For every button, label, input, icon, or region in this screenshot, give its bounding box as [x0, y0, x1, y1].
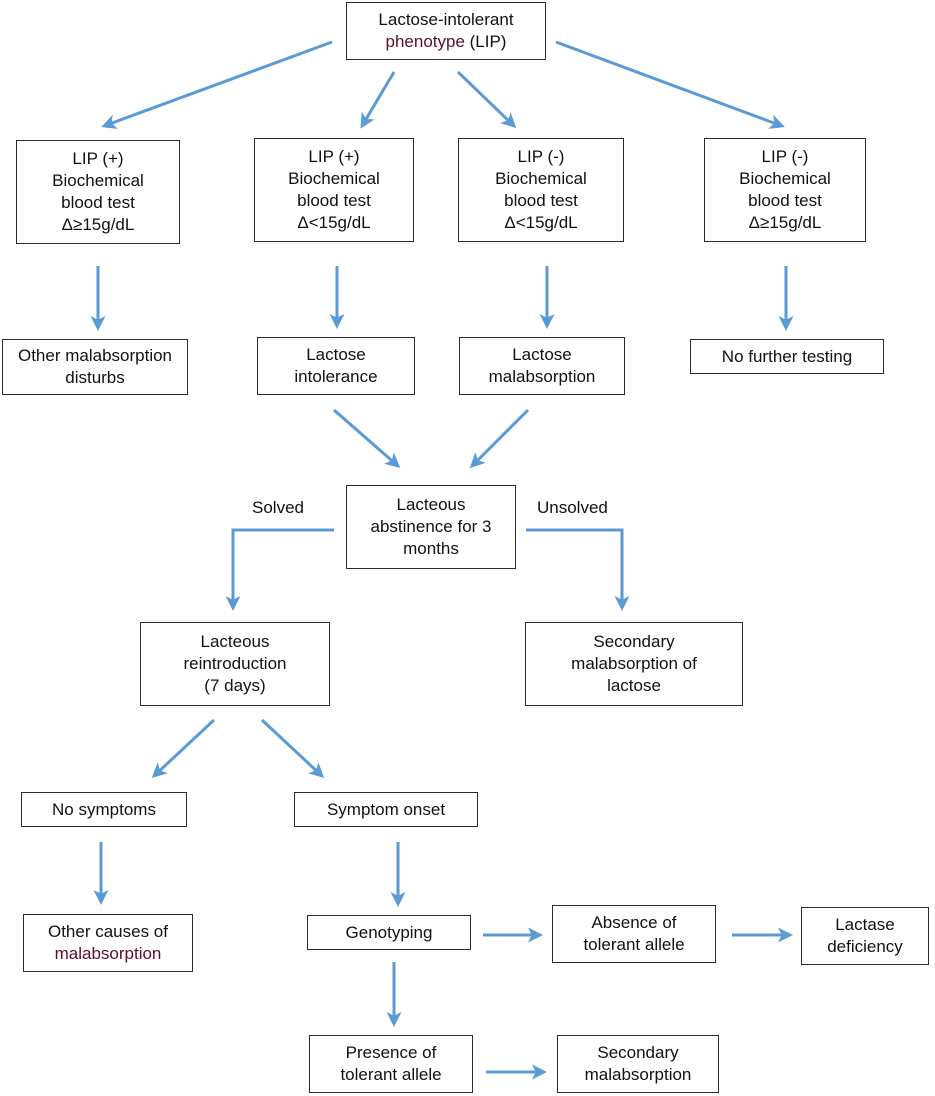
arrow-root-to-lip-pos-low [360, 71, 396, 129]
lacteous-abstinence-text: Lacteous abstinence for 3 months [370, 495, 492, 558]
genotyping-box: Genotyping [307, 915, 471, 950]
secondary-malabsorption-of-lactose-text: Secondary malabsorption of lactose [571, 632, 697, 695]
other-causes-line1: Other causes of [47, 922, 168, 941]
lactase-deficiency-box: Lactase deficiency [801, 907, 929, 965]
arrow-root-to-lip-neg-high [555, 40, 785, 129]
arrow-abstinence-unsolved [526, 528, 630, 611]
lip-positive-low-delta-box: LIP (+) Biochemical blood test Δ<15g/dL [254, 138, 414, 242]
lactose-intolerant-phenotype-box: Lactose-intolerant phenotype (LIP) [346, 2, 546, 60]
presence-of-tolerant-allele-box: Presence of tolerant allele [309, 1035, 473, 1093]
lip-positive-high-delta-box: LIP (+) Biochemical blood test Δ≥15g/dL [16, 140, 180, 244]
lactase-deficiency-text: Lactase deficiency [827, 915, 903, 956]
lip-negative-high-delta-text: LIP (-) Biochemical blood test Δ≥15g/dL [739, 147, 831, 232]
presence-of-tolerant-allele-text: Presence of tolerant allele [340, 1043, 442, 1084]
arrow-intolerance-to-abstinence [333, 408, 401, 468]
lip-positive-low-delta-text: LIP (+) Biochemical blood test Δ<15g/dL [288, 147, 380, 232]
arrow-root-to-lip-pos-high [101, 40, 333, 129]
no-symptoms-text: No symptoms [52, 799, 156, 819]
arrow-malabsorption-to-abstinence [469, 408, 530, 469]
unsolved-label: Unsolved [537, 498, 608, 517]
lacteous-reintroduction-text: Lacteous reintroduction (7 days) [183, 632, 287, 695]
other-causes-of-malabsorption-box: Other causes of malabsorption [23, 914, 193, 972]
lacteous-reintroduction-box: Lacteous reintroduction (7 days) [140, 622, 330, 706]
lactose-malabsorption-box: Lactose malabsorption [459, 337, 625, 395]
lip-negative-low-delta-text: LIP (-) Biochemical blood test Δ<15g/dL [495, 147, 587, 232]
genotyping-text: Genotyping [345, 922, 433, 942]
lip-negative-low-delta-box: LIP (-) Biochemical blood test Δ<15g/dL [458, 138, 624, 242]
arrow-root-to-lip-neg-low [456, 70, 517, 129]
no-further-testing-box: No further testing [690, 339, 884, 374]
absence-of-tolerant-allele-text: Absence of tolerant allele [583, 913, 685, 954]
no-further-testing-text: No further testing [721, 346, 853, 366]
arrow-reintro-to-symptom-onset [260, 718, 325, 779]
root-line2-phenotype: phenotype [385, 32, 465, 51]
other-malabsorption-disturbs-text: Other malabsorption disturbs [17, 346, 173, 387]
other-causes-line2: malabsorption [54, 944, 162, 963]
symptom-onset-box: Symptom onset [294, 792, 478, 827]
symptom-onset-text: Symptom onset [326, 799, 446, 819]
lactose-malabsorption-text: Lactose malabsorption [488, 345, 596, 386]
lacteous-abstinence-box: Lacteous abstinence for 3 months [346, 485, 516, 569]
other-malabsorption-disturbs-box: Other malabsorption disturbs [2, 339, 188, 395]
secondary-malabsorption-box: Secondary malabsorption [557, 1035, 719, 1093]
root-line1: Lactose-intolerant [378, 10, 514, 29]
arrow-reintro-to-no-symptoms [151, 718, 216, 779]
absence-of-tolerant-allele-box: Absence of tolerant allele [552, 905, 716, 963]
lactose-intolerance-text: Lactose intolerance [294, 345, 378, 386]
secondary-malabsorption-of-lactose-box: Secondary malabsorption of lactose [525, 622, 743, 706]
lip-negative-high-delta-box: LIP (-) Biochemical blood test Δ≥15g/dL [704, 138, 866, 242]
lactose-intolerance-box: Lactose intolerance [257, 337, 415, 395]
no-symptoms-box: No symptoms [21, 792, 187, 827]
arrow-abstinence-solved [225, 528, 334, 611]
root-line2-lip: (LIP) [464, 32, 507, 51]
lip-positive-high-delta-text: LIP (+) Biochemical blood test Δ≥15g/dL [52, 149, 144, 234]
solved-label: Solved [252, 498, 304, 517]
secondary-malabsorption-text: Secondary malabsorption [584, 1043, 692, 1084]
